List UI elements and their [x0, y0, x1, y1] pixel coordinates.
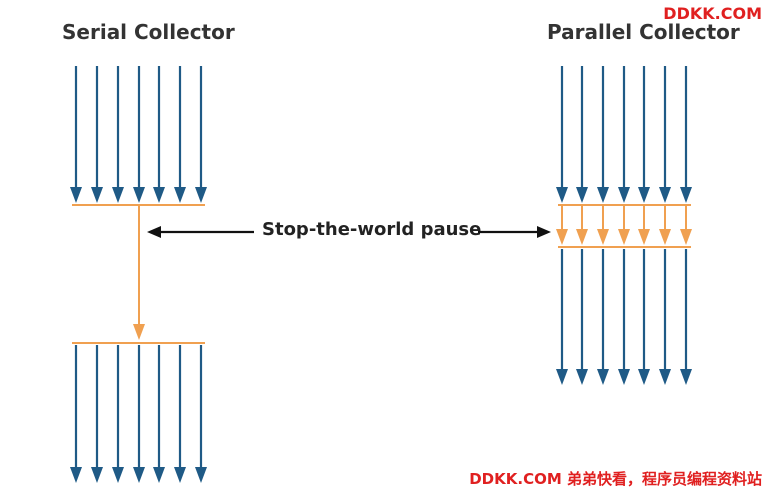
- parallel-thread-arrow-bottom-4: [618, 249, 630, 385]
- parallel-gc-thread-arrow-1: [556, 206, 568, 245]
- parallel-thread-arrow-bottom-1: [556, 249, 568, 385]
- serial-collector-diagram: [70, 66, 207, 483]
- parallel-thread-arrow-top-4: [618, 66, 630, 203]
- serial-thread-arrow-top-7: [195, 66, 207, 203]
- serial-thread-arrow-top-6: [174, 66, 186, 203]
- serial-thread-arrow-top-5: [153, 66, 165, 203]
- serial-thread-arrow-top-4: [133, 66, 145, 203]
- serial-thread-arrow-bottom-3: [112, 345, 124, 483]
- serial-thread-arrow-bottom-1: [70, 345, 82, 483]
- parallel-thread-arrow-top-3: [597, 66, 609, 203]
- serial-gc-thread-arrow: [133, 206, 145, 340]
- serial-thread-arrow-bottom-7: [195, 345, 207, 483]
- pause-arrow-left: [147, 226, 254, 238]
- serial-thread-arrow-top-2: [91, 66, 103, 203]
- parallel-gc-thread-arrow-7: [680, 206, 692, 245]
- serial-thread-arrow-bottom-5: [153, 345, 165, 483]
- serial-thread-arrow-top-3: [112, 66, 124, 203]
- parallel-thread-arrow-bottom-6: [659, 249, 671, 385]
- serial-thread-arrow-bottom-4: [133, 345, 145, 483]
- parallel-thread-arrow-top-6: [659, 66, 671, 203]
- serial-thread-arrow-bottom-6: [174, 345, 186, 483]
- parallel-thread-arrow-top-7: [680, 66, 692, 203]
- parallel-gc-thread-arrow-3: [597, 206, 609, 245]
- serial-thread-arrow-top-1: [70, 66, 82, 203]
- parallel-gc-thread-arrow-5: [638, 206, 650, 245]
- parallel-collector-diagram: [556, 66, 692, 385]
- pause-arrow-right: [478, 226, 551, 238]
- parallel-thread-arrow-top-2: [576, 66, 588, 203]
- serial-collector-title: Serial Collector: [62, 20, 235, 44]
- parallel-collector-title: Parallel Collector: [547, 20, 740, 44]
- parallel-thread-arrow-top-1: [556, 66, 568, 203]
- parallel-thread-arrow-bottom-7: [680, 249, 692, 385]
- parallel-gc-thread-arrow-4: [618, 206, 630, 245]
- parallel-thread-arrow-top-5: [638, 66, 650, 203]
- parallel-gc-thread-arrow-2: [576, 206, 588, 245]
- watermark-top: DDKK.COM: [663, 4, 762, 23]
- stop-the-world-label: Stop-the-world pause: [262, 219, 482, 240]
- pause-arrows: [147, 226, 551, 238]
- watermark-bottom: DDKK.COM 弟弟快看，程序员编程资料站: [469, 470, 762, 488]
- serial-thread-arrow-bottom-2: [91, 345, 103, 483]
- parallel-gc-thread-arrow-6: [659, 206, 671, 245]
- parallel-thread-arrow-bottom-5: [638, 249, 650, 385]
- parallel-thread-arrow-bottom-3: [597, 249, 609, 385]
- parallel-thread-arrow-bottom-2: [576, 249, 588, 385]
